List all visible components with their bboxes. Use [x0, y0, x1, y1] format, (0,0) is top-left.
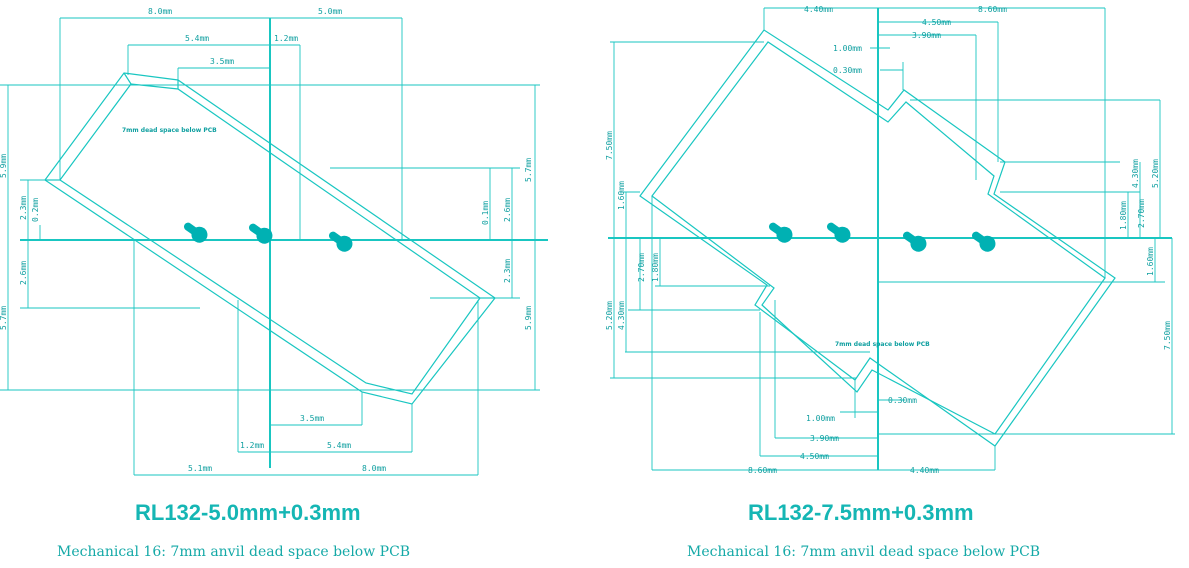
right-dim-right-1-60mm: 1.60mm [1146, 247, 1155, 276]
right-dim-left-4-30mm: 4.30mm [617, 301, 626, 330]
right-dim-top-1-00mm: 1.00mm [833, 44, 862, 53]
right-side-dim-0-1mm: 0.1mm [481, 201, 490, 225]
left-dim-top-3-5mm: 3.5mm [210, 57, 234, 66]
right-hole-2 [826, 222, 851, 243]
right-dim-top-8-60mm: 8.60mm [978, 5, 1007, 14]
left-hole-3 [328, 231, 353, 252]
right-title: RL132-7.5mm+0.3mm [748, 500, 974, 525]
left-dim-bottom-8-0mm: 8.0mm [362, 464, 386, 473]
right-dim-right-4-30mm: 4.30mm [1131, 159, 1140, 188]
right-side-dim-2-3mm: 2.3mm [503, 259, 512, 283]
left-dim-5-9mm: 5.9mm [0, 154, 8, 178]
right-dim-right-5-20mm: 5.20mm [1151, 159, 1160, 188]
right-outline-outer [639, 29, 1116, 447]
right-dim-bottom-0-30mm: 0.30mm [888, 396, 917, 405]
right-dim-top-4-50mm: 4.50mm [922, 18, 951, 27]
right-dim-bottom-4-40mm: 4.40mm [910, 466, 939, 475]
right-dim-right-2-70mm: 2.70mm [1137, 199, 1146, 228]
right-dim-top-0-30mm: 0.30mm [833, 66, 862, 75]
right-hole-1 [768, 222, 793, 243]
left-drawing: 8.0mm 5.0mm 5.4mm 1.2mm 3.5mm 5.9mm 2.3m… [0, 7, 548, 560]
right-dead-space-note: 7mm dead space below PCB [835, 341, 930, 348]
right-dim-right-1-80mm: 1.80mm [1119, 201, 1128, 230]
right-dim-top-4-40mm: 4.40mm [804, 5, 833, 14]
right-subtitle: Mechanical 16: 7mm anvil dead space belo… [687, 544, 1040, 560]
left-dim-2-6mm: 2.6mm [19, 261, 28, 285]
left-title: RL132-5.0mm+0.3mm [135, 500, 361, 525]
right-dim-left-5-20mm: 5.20mm [605, 301, 614, 330]
left-dead-space-note: 7mm dead space below PCB [122, 127, 217, 134]
left-dim-2-3mm: 2.3mm [19, 196, 28, 220]
left-dim-bottom-5-4mm: 5.4mm [327, 441, 351, 450]
right-hole-4 [971, 231, 996, 252]
left-hole-1 [183, 222, 208, 243]
left-dim-bottom-3-5mm: 3.5mm [300, 414, 324, 423]
right-dim-bottom-1-00mm: 1.00mm [806, 414, 835, 423]
right-side-dim-5-9mm: 5.9mm [524, 306, 533, 330]
left-dim-top-5-4mm: 5.4mm [185, 34, 209, 43]
left-dim-0-2mm: 0.2mm [31, 198, 40, 222]
left-dim-top-8mm: 8.0mm [148, 7, 172, 16]
right-dim-top-3-90mm: 3.90mm [912, 31, 941, 40]
right-dim-right-7-50mm: 7.50mm [1163, 321, 1172, 350]
left-dim-bottom-1-2mm: 1.2mm [240, 441, 264, 450]
left-subtitle: Mechanical 16: 7mm anvil dead space belo… [57, 544, 410, 560]
right-dim-bottom-4-50mm: 4.50mm [800, 452, 829, 461]
right-dim-left-7-50mm: 7.50mm [605, 131, 614, 160]
right-dim-bottom-3-90mm: 3.90mm [810, 434, 839, 443]
right-side-dim-5-7mm: 5.7mm [524, 158, 533, 182]
left-hole-2 [248, 223, 273, 244]
right-holes [768, 222, 996, 252]
right-dim-left-1-60mm: 1.60mm [617, 181, 626, 210]
left-holes [183, 222, 353, 252]
right-hole-3 [902, 231, 927, 252]
right-drawing: 4.40mm 8.60mm 4.50mm 3.90mm 1.00mm 0.30m… [605, 5, 1175, 560]
right-dim-bottom-8-60mm: 8.60mm [748, 466, 777, 475]
left-dim-top-1-2mm: 1.2mm [274, 34, 298, 43]
right-dim-left-2-70mm: 2.70mm [637, 253, 646, 282]
right-dim-left-1-80mm: 1.80mm [651, 253, 660, 282]
left-dim-top-5mm: 5.0mm [318, 7, 342, 16]
left-dim-bottom-5-1mm: 5.1mm [188, 464, 212, 473]
right-side-dim-2-6mm: 2.6mm [503, 198, 512, 222]
left-dim-5-7mm: 5.7mm [0, 306, 8, 330]
